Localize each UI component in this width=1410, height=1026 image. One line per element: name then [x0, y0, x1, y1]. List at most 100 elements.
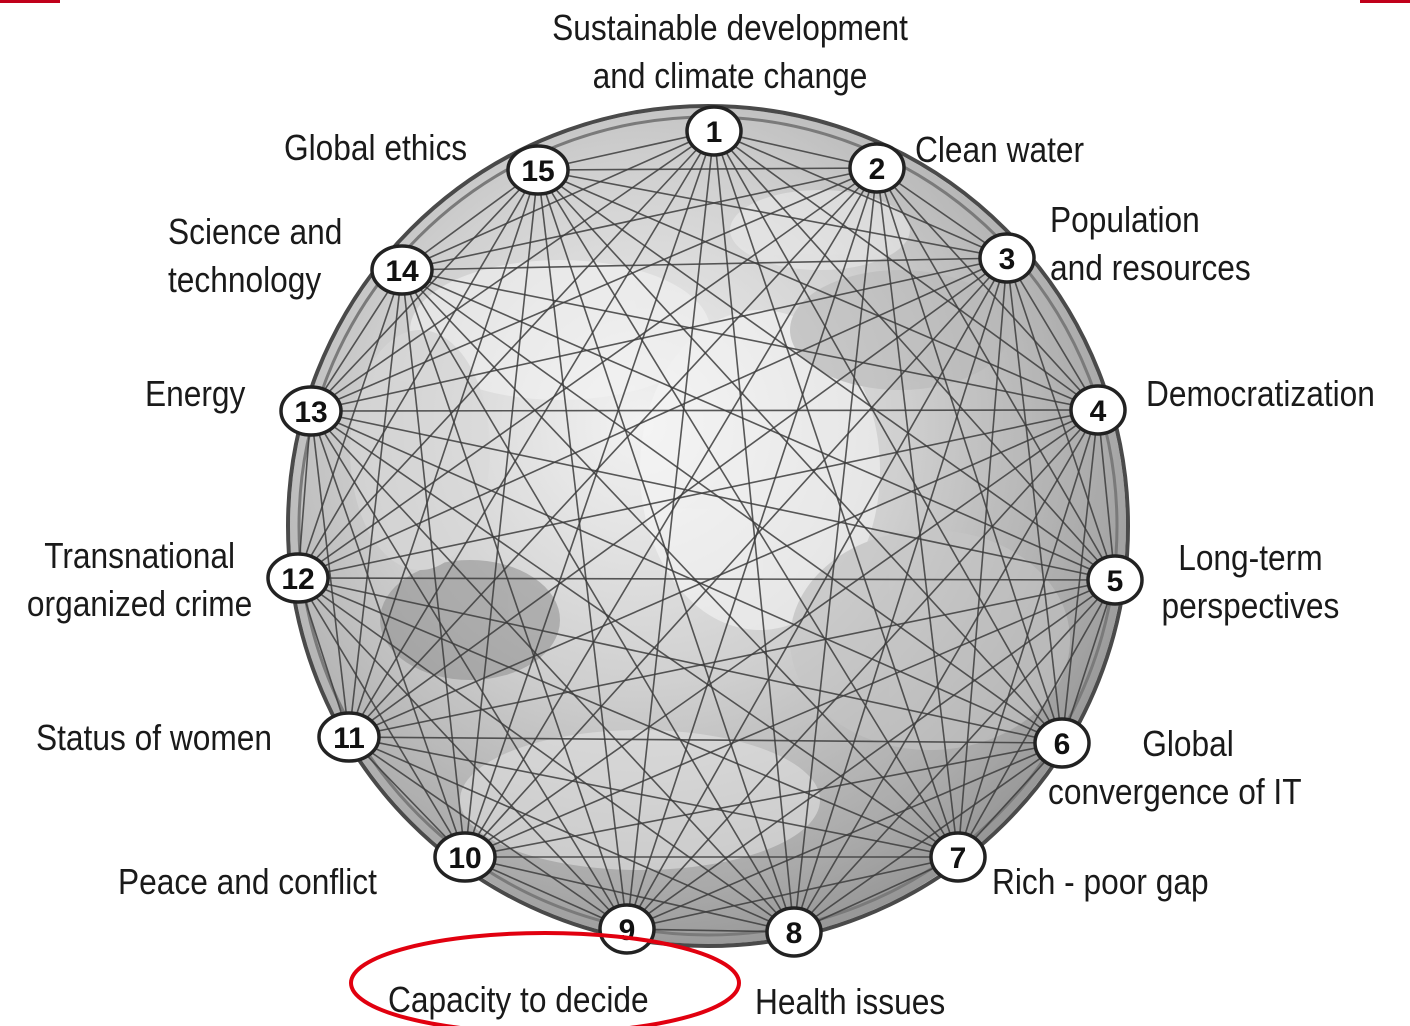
- connection-line-7-13: [310, 410, 959, 858]
- connection-line-6-10: [464, 742, 1063, 858]
- node-15: 15: [506, 144, 570, 196]
- label-science-technology: Science and technology: [168, 208, 342, 304]
- node-11: 11: [317, 711, 381, 763]
- connection-line-2-4: [876, 167, 1099, 411]
- connection-line-4-8: [793, 409, 1099, 933]
- highlight-ellipse: [349, 931, 741, 1026]
- node-14: 14: [370, 244, 434, 296]
- connection-line-4-6: [1061, 409, 1099, 744]
- connection-line-11-13: [310, 410, 350, 738]
- label-line: Peace and conflict: [118, 861, 377, 902]
- node-badge: [266, 552, 330, 604]
- node-number: 2: [869, 153, 886, 186]
- connection-line-3-4: [1006, 257, 1099, 411]
- label-line: Long-term: [1178, 537, 1323, 578]
- connection-line-5-8: [793, 579, 1116, 933]
- connection-line-6-15: [537, 169, 1063, 744]
- label-line: Energy: [145, 373, 246, 414]
- label-line: and climate change: [592, 55, 868, 96]
- node-badge: [1033, 717, 1091, 769]
- label-peace-conflict: Peace and conflict: [118, 858, 377, 906]
- connection-line-7-15: [537, 169, 959, 858]
- connection-line-5-12: [297, 577, 1116, 581]
- node-badge: [279, 385, 343, 437]
- label-status-of-women: Status of women: [36, 714, 272, 762]
- top-red-bar-right: [1360, 0, 1410, 3]
- connection-line-10-12: [297, 577, 466, 858]
- node-badge: [370, 244, 434, 296]
- connection-line-1-6: [713, 130, 1063, 744]
- connection-line-10-15: [464, 169, 539, 858]
- node-2: 2: [848, 142, 906, 194]
- label-line: Transnational: [44, 535, 235, 576]
- label-line: Capacity to decide: [388, 979, 649, 1020]
- node-10: 10: [433, 831, 497, 883]
- connection-line-13-15: [310, 169, 539, 412]
- label-capacity-to-decide: Capacity to decide: [388, 976, 649, 1024]
- node-badge: [765, 906, 823, 958]
- node-number: 4: [1090, 395, 1107, 428]
- node-number: 13: [294, 396, 327, 429]
- node-number: 1: [706, 116, 723, 149]
- connection-line-7-14: [401, 269, 959, 858]
- connection-line-2-12: [297, 167, 878, 579]
- connection-line-1-4: [713, 130, 1099, 411]
- node-number: 15: [521, 155, 554, 188]
- connection-line-3-10: [464, 257, 1008, 858]
- connection-line-11-14: [348, 269, 403, 738]
- connection-line-5-14: [401, 269, 1116, 581]
- connection-line-4-11: [348, 409, 1099, 738]
- connection-line-12-13: [297, 410, 312, 579]
- connection-line-5-11: [348, 579, 1116, 738]
- node-number: 8: [786, 917, 803, 950]
- connection-line-10-13: [310, 410, 466, 858]
- connection-line-6-9: [626, 742, 1063, 930]
- connection-line-6-14: [401, 269, 1063, 744]
- node-number: 10: [448, 842, 481, 875]
- connection-line-4-13: [310, 409, 1099, 412]
- node-9: 9: [598, 903, 656, 955]
- label-population-resources: Population and resources: [1050, 196, 1251, 292]
- label-transnational-crime: Transnational organized crime: [12, 532, 267, 628]
- connection-line-7-8: [793, 856, 959, 933]
- label-long-term-perspectives: Long-term perspectives: [1158, 534, 1343, 630]
- node-7: 7: [929, 831, 987, 883]
- label-line: organized crime: [26, 583, 253, 624]
- label-line: Health issues: [755, 981, 946, 1022]
- connection-line-10-14: [401, 269, 466, 858]
- label-line: Democratization: [1146, 373, 1375, 414]
- node-badge: [506, 144, 570, 196]
- top-red-bar-left: [0, 0, 60, 3]
- connection-line-3-15: [537, 169, 1008, 259]
- label-democratization: Democratization: [1146, 370, 1375, 418]
- connection-line-9-14: [401, 269, 628, 930]
- node-number: 12: [281, 563, 314, 596]
- connection-line-9-13: [310, 410, 628, 930]
- connection-line-6-12: [297, 577, 1063, 744]
- connection-line-3-9: [626, 257, 1008, 930]
- connection-line-3-5: [1006, 257, 1116, 581]
- node-12: 12: [266, 552, 330, 604]
- connection-line-3-14: [401, 257, 1008, 271]
- connection-line-4-7: [957, 409, 1099, 858]
- label-clean-water: Clean water: [915, 126, 1084, 174]
- connection-line-1-10: [464, 130, 715, 858]
- label-line: Population: [1050, 199, 1200, 240]
- connection-line-9-15: [537, 169, 628, 930]
- node-badge: [685, 105, 743, 157]
- connection-line-4-5: [1097, 409, 1116, 581]
- connection-line-4-15: [537, 169, 1099, 411]
- node-badge: [978, 232, 1036, 284]
- connection-line-2-6: [876, 167, 1063, 744]
- connection-line-7-11: [348, 736, 959, 858]
- connection-line-8-13: [310, 410, 795, 933]
- node-1: 1: [685, 105, 743, 157]
- node-badge: [848, 142, 906, 194]
- connection-line-1-13: [310, 130, 715, 412]
- node-13: 13: [279, 385, 343, 437]
- node-badge: [929, 831, 987, 883]
- connection-line-6-11: [348, 736, 1063, 744]
- label-global-convergence-it: Global convergence of IT: [1034, 720, 1316, 816]
